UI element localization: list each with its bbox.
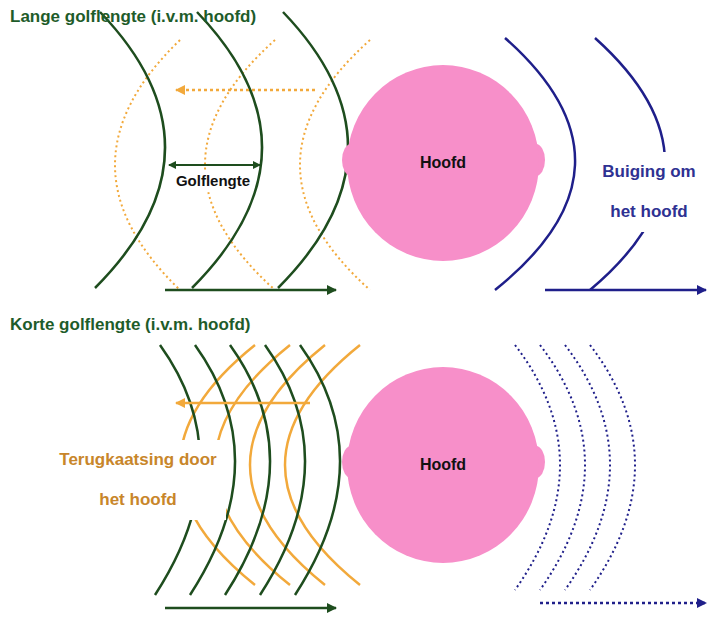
weak-wave <box>565 345 610 590</box>
annotation-label: Terugkaatsing door het hoofd <box>50 440 226 520</box>
head-circle: Hoofd <box>346 366 540 564</box>
direction-arrow <box>540 602 706 605</box>
incoming-wave <box>278 12 348 288</box>
incoming-wave <box>225 345 270 595</box>
direction-arrow <box>165 607 336 610</box>
weak-wave <box>540 345 585 590</box>
head-outline <box>347 65 539 261</box>
head-outline <box>347 367 539 563</box>
head-circle: Hoofd <box>346 64 540 262</box>
incoming-wave <box>260 345 305 595</box>
incoming-wave <box>95 12 165 288</box>
section-heading: Lange golflengte (i.v.m. hoofd) <box>10 6 256 28</box>
reflection-arrow <box>176 402 310 405</box>
weak-wave <box>590 345 635 590</box>
reflection-arrow <box>176 89 315 92</box>
direction-arrow <box>545 289 706 292</box>
annotation-label: Golflengte <box>173 172 253 190</box>
head-label: Hoofd <box>346 366 540 564</box>
annotation-label: Buiging om het hoofd <box>587 152 711 232</box>
direction-arrow <box>165 289 336 292</box>
incoming-wave <box>295 345 340 595</box>
incoming-wave <box>192 12 262 288</box>
section-heading: Korte golflengte (i.v.m. hoofd) <box>10 314 251 336</box>
wavelength-dimension <box>169 164 260 166</box>
head-label: Hoofd <box>346 64 540 262</box>
